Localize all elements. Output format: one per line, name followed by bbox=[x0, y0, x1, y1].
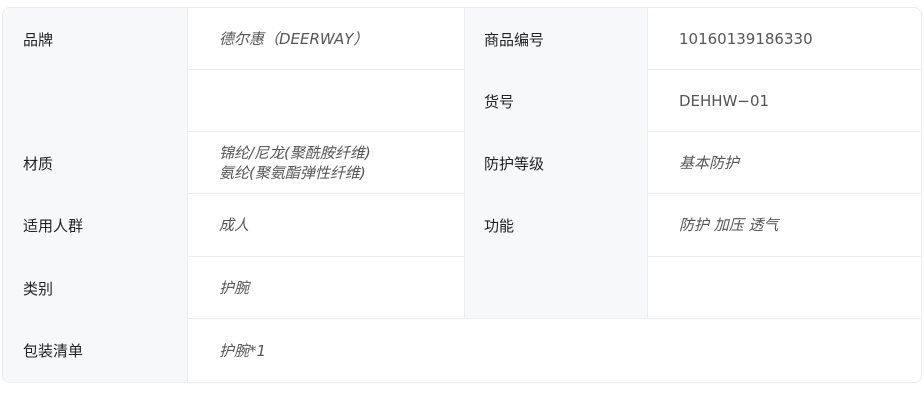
label-product-id: 商品编号 bbox=[484, 30, 545, 49]
divider bbox=[464, 8, 465, 319]
value-product-id: 10160139186330 bbox=[648, 8, 921, 70]
divider bbox=[647, 8, 648, 319]
value-material: 锦纶/尼龙(聚酰胺纤维) 氨纶(聚氨酯弹性纤维) bbox=[188, 132, 464, 194]
value-category: 护腕 bbox=[188, 257, 464, 319]
label-category: 类别 bbox=[23, 279, 54, 298]
material-line: 锦纶/尼龙(聚酰胺纤维) bbox=[219, 143, 371, 162]
label-function: 功能 bbox=[484, 217, 515, 235]
value-item-no: DEHHW−01 bbox=[648, 70, 921, 132]
value-brand: 德尔惠（DEERWAY） bbox=[188, 8, 464, 70]
value-empty bbox=[188, 70, 464, 132]
value-empty bbox=[464, 257, 921, 319]
left-label-column bbox=[3, 8, 187, 382]
label-audience: 适用人群 bbox=[23, 217, 84, 235]
divider bbox=[187, 8, 188, 382]
label-material: 材质 bbox=[23, 154, 54, 173]
value-package: 护腕*1 bbox=[219, 341, 267, 360]
right-label-column bbox=[464, 8, 647, 319]
material-line: 氨纶(聚氨酯弹性纤维) bbox=[219, 163, 366, 182]
value-protection-level: 基本防护 bbox=[648, 132, 921, 194]
value-audience: 成人 bbox=[188, 194, 464, 257]
label-package: 包装清单 bbox=[23, 342, 84, 360]
value-function: 防护 加压 透气 bbox=[648, 194, 921, 257]
label-item-no: 货号 bbox=[484, 92, 515, 111]
label-brand: 品牌 bbox=[23, 30, 54, 49]
product-spec-table: 品牌 材质 适用人群 类别 包装清单 德尔惠（DEERWAY） 锦纶/尼龙(聚酰… bbox=[2, 7, 922, 383]
label-protection-level: 防护等级 bbox=[484, 154, 545, 173]
